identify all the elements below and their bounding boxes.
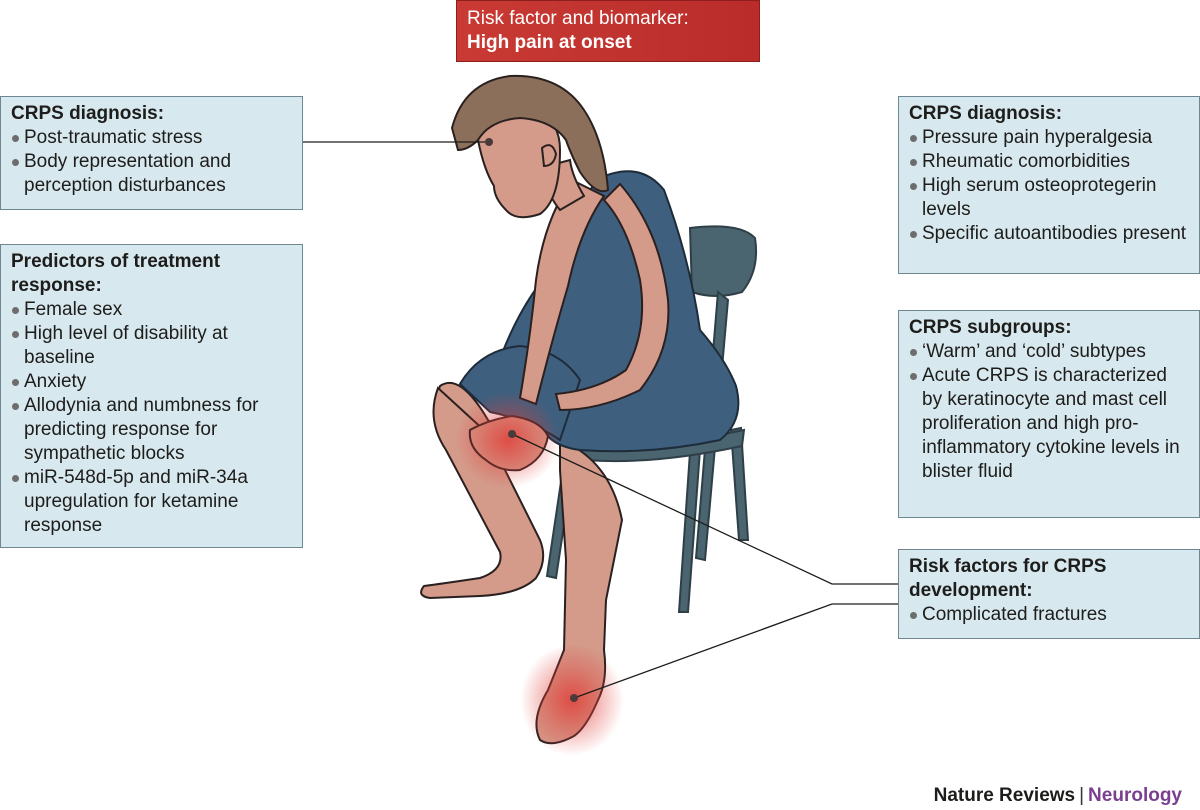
leader-foot <box>574 604 898 698</box>
list-item: High level of disability at baseline <box>11 322 292 370</box>
subgroups-list: ‘Warm’ and ‘cold’ subtypes Acute CRPS is… <box>909 340 1189 484</box>
subgroups-box: CRPS subgroups: ‘Warm’ and ‘cold’ subtyp… <box>898 310 1200 518</box>
list-item: Anxiety <box>11 370 292 394</box>
list-item: ‘Warm’ and ‘cold’ subtypes <box>909 340 1189 364</box>
right-diagnosis-list: Pressure pain hyperalgesia Rheumatic com… <box>909 126 1189 246</box>
predictors-list: Female sex High level of disability at b… <box>11 298 292 538</box>
list-item: Rheumatic comorbidities <box>909 150 1189 174</box>
list-item: Allodynia and numbness for predicting re… <box>11 394 292 466</box>
list-item: Specific autoantibodies present <box>909 222 1189 246</box>
journal-credit: Nature Reviews|Neurology <box>934 784 1182 808</box>
subgroups-heading: CRPS subgroups: <box>909 316 1189 340</box>
risk-factor-banner: Risk factor and biomarker: High pain at … <box>456 0 760 62</box>
list-item: Pressure pain hyperalgesia <box>909 126 1189 150</box>
hand-inflammation-glow <box>456 392 560 488</box>
list-item: Female sex <box>11 298 292 322</box>
left-diagnosis-box: CRPS diagnosis: Post-traumatic stress Bo… <box>0 96 303 210</box>
right-diagnosis-heading: CRPS diagnosis: <box>909 102 1189 126</box>
banner-label: Risk factor and biomarker: <box>467 7 749 31</box>
risk-factors-heading: Risk factors for CRPS development: <box>909 555 1189 603</box>
list-item: Acute CRPS is characterized by keratinoc… <box>909 364 1189 484</box>
right-diagnosis-box: CRPS diagnosis: Pressure pain hyperalges… <box>898 96 1200 274</box>
list-item: Body representation and perception distu… <box>11 150 292 198</box>
predictors-heading: Predictors of treatment response: <box>11 250 292 298</box>
list-item: miR-548d-5p and miR-34a upregulation for… <box>11 466 292 538</box>
list-item: Post-traumatic stress <box>11 126 292 150</box>
list-item: High serum osteoprotegerin levels <box>909 174 1189 222</box>
predictors-box: Predictors of treatment response: Female… <box>0 244 303 548</box>
journal-name: Neurology <box>1088 785 1182 806</box>
risk-factors-list: Complicated fractures <box>909 603 1189 627</box>
credit-separator: | <box>1075 785 1088 806</box>
banner-value: High pain at onset <box>467 31 749 55</box>
list-item: Complicated fractures <box>909 603 1189 627</box>
risk-factors-box: Risk factors for CRPS development: Compl… <box>898 549 1200 639</box>
head <box>452 76 608 217</box>
left-diagnosis-heading: CRPS diagnosis: <box>11 102 292 126</box>
publisher-name: Nature Reviews <box>934 785 1076 806</box>
left-diagnosis-list: Post-traumatic stress Body representatio… <box>11 126 292 198</box>
